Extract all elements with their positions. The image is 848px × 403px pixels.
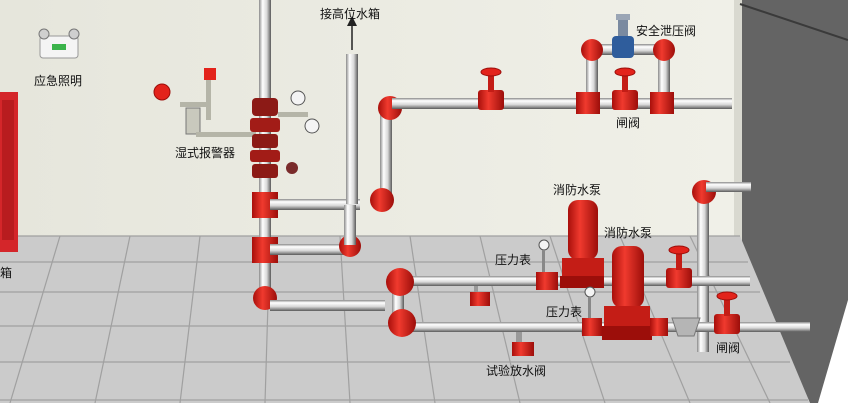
right-corner: [818, 300, 848, 403]
pipe-relief-up-left: [586, 52, 598, 102]
test-valve-upper: [470, 292, 490, 306]
elbow-manifold-bottom: [388, 309, 416, 337]
right-gate-valve-upper: [666, 245, 692, 288]
right-wall-edge: [734, 0, 742, 255]
pipe-high-tank: [346, 54, 358, 204]
wet-alarm-valve-assembly: [153, 68, 320, 174]
relief-tee-right: [650, 92, 674, 114]
fire-pump-front: [602, 246, 652, 340]
label-gate-valve-top: 闸阀: [616, 116, 641, 130]
cabinet-panel: [2, 100, 14, 240]
elbow-manifold-top: [386, 268, 414, 296]
label-wet-alarm-valve: 湿式报警器: [175, 146, 236, 160]
elbow-relief-left: [581, 39, 603, 61]
elbow-relief-right: [653, 39, 675, 61]
pipe-upper-loop-vertical: [380, 108, 392, 198]
top-gate-valve-1: [478, 67, 504, 110]
label-fire-pump-2: 消防水泵: [604, 226, 653, 240]
emergency-light-fixture: [38, 28, 80, 59]
pipe-top-main: [392, 98, 732, 109]
top-gate-valve-2: [612, 67, 638, 110]
pipe-relief-up-right: [658, 52, 670, 102]
label-safety-relief-valve: 安全泄压阀: [636, 24, 697, 38]
pipe-riser-to-tank: [270, 199, 360, 210]
pressure-gauge-2-dial: [584, 286, 596, 298]
pipe-right-top-stub: [706, 182, 751, 192]
label-pressure-gauge-2: 压力表: [546, 305, 583, 319]
pressure-gauge-1-stem: [542, 250, 545, 274]
pump-2-discharge-valve: [650, 318, 668, 336]
pipe-bottom-left: [270, 300, 385, 311]
label-emergency-light: 应急照明: [34, 74, 83, 88]
pump-1-suction-valve: [536, 272, 558, 290]
alarm-valve-body: [250, 98, 280, 178]
relief-tee-left: [576, 92, 600, 114]
arrow-up-icon: [347, 16, 357, 26]
pump-2-suction-valve: [582, 318, 602, 336]
ceiling-edge: [739, 3, 848, 41]
pipe-riser-to-pump: [270, 244, 350, 255]
y-strainer: [671, 317, 701, 337]
fire-pump-back: [560, 200, 604, 288]
label-cabinet-partial: 闸箱: [0, 266, 13, 280]
elbow-upper-loop-bottom: [370, 188, 394, 212]
pipe-right-riser: [697, 192, 709, 352]
right-gate-valve-lower: [714, 291, 740, 334]
pressure-gauge-2-stem: [588, 297, 591, 321]
test-drain-valve: [512, 342, 534, 356]
label-test-drain-valve: 试验放水阀: [486, 364, 547, 378]
pressure-gauge-1-dial: [538, 239, 550, 251]
label-gate-valve-bottom: 闸阀: [716, 341, 741, 355]
pipe-vertical-mid: [344, 205, 356, 245]
label-fire-pump-1: 消防水泵: [553, 183, 602, 197]
label-pressure-gauge-1: 压力表: [495, 253, 532, 267]
safety-relief-valve: [612, 14, 634, 58]
label-high-tank: 接高位水箱: [320, 7, 381, 21]
